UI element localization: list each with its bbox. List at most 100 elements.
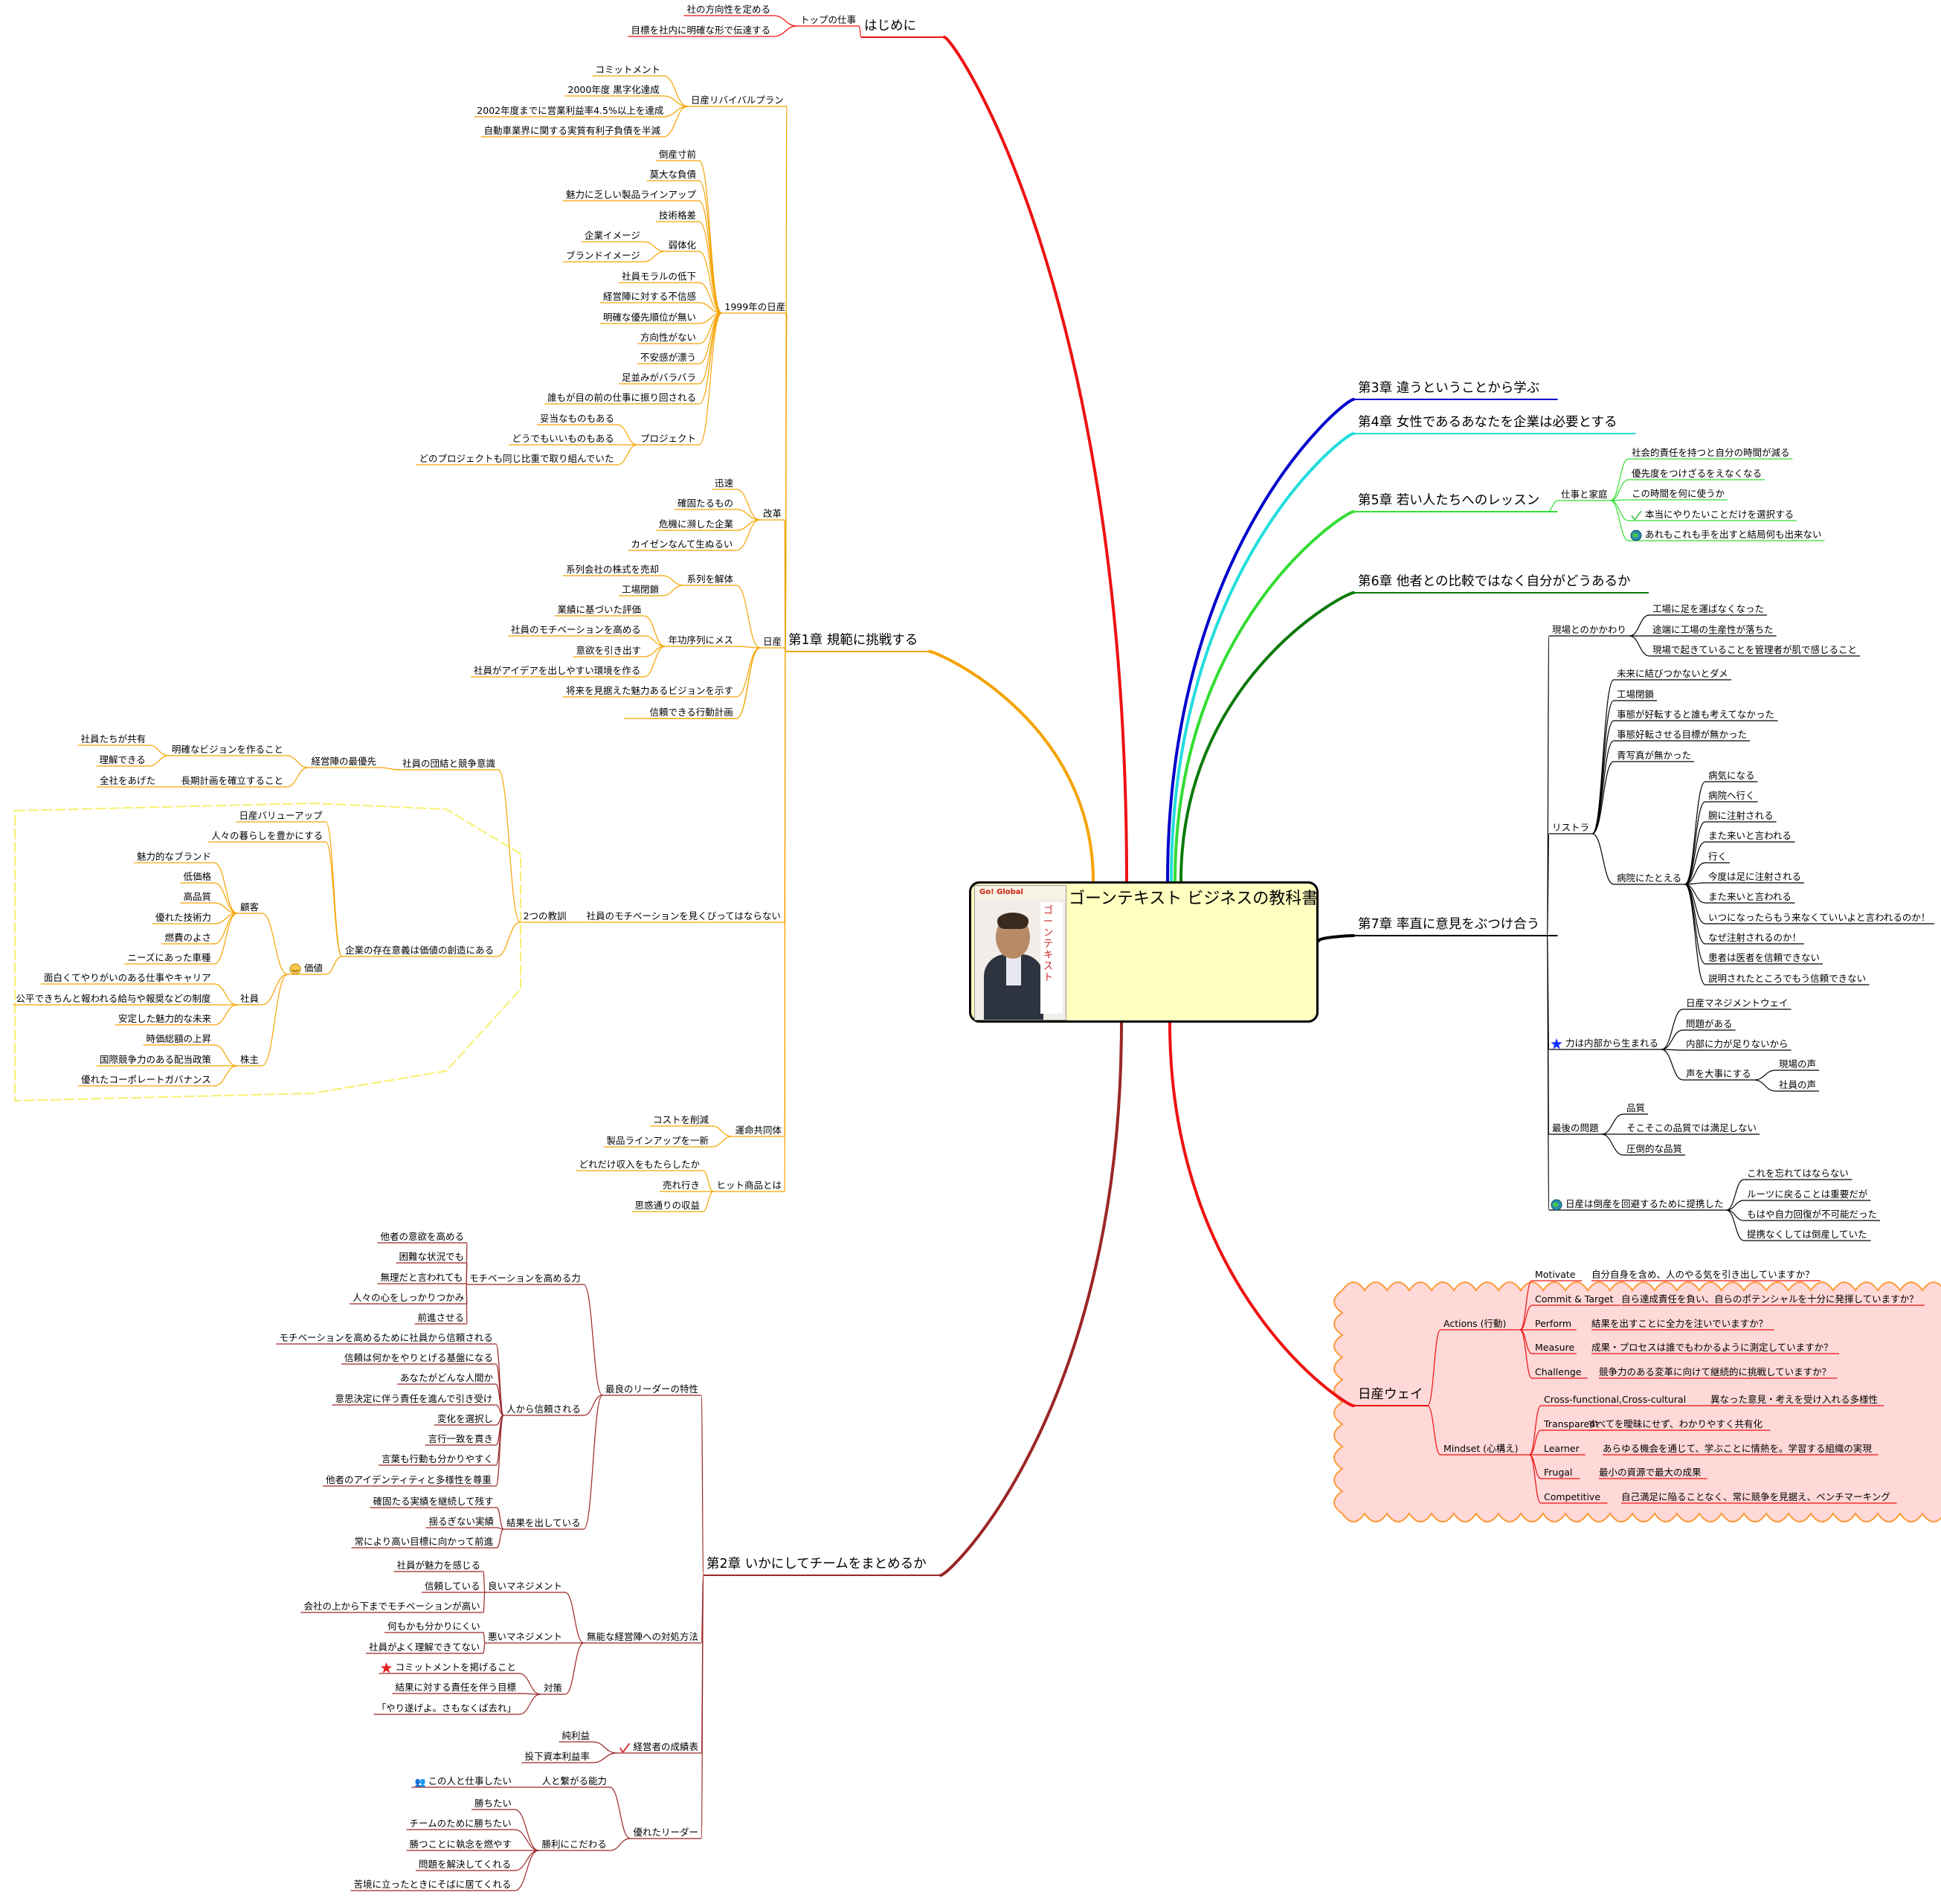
- node-label[interactable]: 成果・プロセスは誰でもわかるように測定していますか？: [1591, 1342, 1833, 1353]
- node-label[interactable]: 意欲を引き出す: [576, 645, 642, 656]
- node-label[interactable]: Commit & Target: [1535, 1293, 1614, 1305]
- node-label[interactable]: 信頼している: [425, 1580, 480, 1592]
- branch-ch2-label[interactable]: 第2章 いかにしてチームをまとめるか: [706, 1557, 927, 1572]
- node-label[interactable]: 日産バリューアップ: [239, 810, 324, 821]
- node-label[interactable]: 自動車業界に関する実質有利子負債を半減: [484, 125, 661, 136]
- node-label[interactable]: 社員: [240, 993, 260, 1004]
- node-label[interactable]: 無理だと言われても: [381, 1272, 463, 1283]
- node-label[interactable]: 会社の上から下までモチベーションが高い: [304, 1601, 480, 1612]
- node-label[interactable]: 売れ行き: [663, 1180, 700, 1191]
- node-label[interactable]: Frugal: [1544, 1467, 1572, 1478]
- node-label[interactable]: 問題がある: [1686, 1018, 1733, 1029]
- node-label[interactable]: 工場に足を運ばなくなった: [1652, 603, 1764, 614]
- branch-ch5-label[interactable]: 第5章 若い人たちへのレッスン: [1358, 493, 1539, 508]
- node-label[interactable]: 前進させる: [418, 1312, 465, 1323]
- node-label[interactable]: チームのために勝ちたい: [410, 1818, 512, 1829]
- node-label[interactable]: 社員がアイデアを出しやすい環境を作る: [474, 665, 640, 676]
- node-label[interactable]: 社員の声: [1779, 1079, 1816, 1090]
- node-label[interactable]: Mindset (心構え): [1443, 1443, 1518, 1454]
- branch-intro-label[interactable]: はじめに: [864, 19, 916, 33]
- node-label[interactable]: どれだけ収入をもたらしたか: [579, 1159, 701, 1170]
- node-label[interactable]: 自ら達成責任を負い、自らのポテンシャルを十分に発揮していますか？: [1621, 1293, 1919, 1305]
- node-label[interactable]: 思惑通りの収益: [635, 1200, 701, 1211]
- node-label[interactable]: ブランドイメージ: [566, 250, 640, 261]
- node-label[interactable]: コミットメントを掲げること: [396, 1662, 517, 1673]
- node-label[interactable]: 説明されたところでもう信頼できない: [1708, 973, 1866, 984]
- node-label[interactable]: 社会的責任を持つと自分の時間が減る: [1632, 447, 1790, 458]
- node-label[interactable]: 信頼は何かをやりとげる基盤になる: [344, 1352, 493, 1363]
- node-label[interactable]: 青写真が無かった: [1617, 750, 1691, 761]
- node-label[interactable]: 明確な優先順位が無い: [603, 312, 696, 323]
- node-label[interactable]: 価値: [304, 962, 323, 974]
- node-label[interactable]: 高品質: [184, 891, 212, 902]
- node-label[interactable]: 優れた技術力: [155, 912, 211, 923]
- node-label[interactable]: 病気になる: [1708, 770, 1755, 781]
- node-label[interactable]: 腕に注射される: [1708, 810, 1774, 821]
- node-label[interactable]: 問題を解決してくれる: [419, 1859, 511, 1870]
- node-label[interactable]: いつになったらもう来なくていいよと言われるのか！: [1708, 912, 1930, 923]
- node-label[interactable]: 確固たる実績を継続して残す: [373, 1496, 494, 1507]
- node-label[interactable]: あれもこれも手を出すと結局何も出来ない: [1645, 529, 1822, 540]
- node-label[interactable]: 現場とのかかわり: [1552, 624, 1626, 635]
- node-label[interactable]: Actions (行動): [1443, 1318, 1506, 1329]
- node-label[interactable]: 内部に力が足りないから: [1686, 1038, 1789, 1049]
- node-label[interactable]: すべてを曖昧にせず、わかりやすく共有化: [1588, 1418, 1763, 1429]
- node-label[interactable]: 社員のモチベーションを見くびってはならない: [587, 910, 781, 922]
- node-label[interactable]: 日産マネジメントウェイ: [1686, 997, 1789, 1009]
- node-label[interactable]: 自己満足に陥ることなく、常に競争を見据え、ベンチマーキング: [1621, 1491, 1890, 1502]
- node-label[interactable]: 2000年度 黒字化達成: [568, 84, 660, 95]
- node-label[interactable]: 異なった意見・考えを受け入れる多様性: [1710, 1394, 1878, 1405]
- node-label[interactable]: 最良のリーダーの特性: [605, 1383, 698, 1395]
- node-label[interactable]: 企業の存在意義は価値の創造にある: [345, 945, 494, 956]
- node-label[interactable]: 社員たちが共有: [81, 733, 147, 744]
- node-label[interactable]: 結果を出すことに全力を注いでいますか？: [1591, 1318, 1768, 1329]
- node-label[interactable]: 魅力に乏しい製品ラインアップ: [566, 189, 697, 200]
- node-label[interactable]: 勝ちたい: [474, 1798, 512, 1809]
- node-label[interactable]: 変化を選択し: [437, 1413, 493, 1424]
- node-label[interactable]: 系列会社の株式を売却: [566, 564, 659, 575]
- node-label[interactable]: 純利益: [562, 1730, 590, 1741]
- node-label[interactable]: ルーツに戻ることは重要だが: [1747, 1189, 1868, 1200]
- node-label[interactable]: 工場閉鎖: [1617, 689, 1655, 700]
- node-label[interactable]: 最後の問題: [1552, 1122, 1599, 1133]
- node-label[interactable]: 改革: [763, 508, 782, 519]
- node-label[interactable]: プロジェクト: [640, 433, 696, 444]
- node-label[interactable]: 危機に瀕した企業: [659, 518, 734, 530]
- node-label[interactable]: 目標を社内に明確な形で伝達する: [631, 25, 771, 36]
- node-label[interactable]: 途端に工場の生産性が落ちた: [1652, 624, 1774, 635]
- node-label[interactable]: Measure: [1535, 1342, 1574, 1353]
- node-label[interactable]: 経営陣の最優先: [312, 756, 377, 767]
- node-label[interactable]: 確固たるもの: [677, 498, 733, 509]
- node-label[interactable]: 未来に結びつかないとダメ: [1617, 668, 1728, 679]
- node-label[interactable]: 時価総額の上昇: [147, 1033, 212, 1044]
- node-label[interactable]: 最小の資源で最大の成果: [1599, 1467, 1702, 1478]
- node-label[interactable]: 困難な状況でも: [399, 1251, 465, 1262]
- node-label[interactable]: 魅力的なブランド: [137, 851, 211, 862]
- node-label[interactable]: 長期計画を確立すること: [181, 775, 284, 786]
- node-label[interactable]: 優れたリーダー: [634, 1827, 699, 1838]
- node-label[interactable]: 理解できる: [100, 754, 146, 765]
- node-label[interactable]: あなたがどんな人間か: [400, 1372, 494, 1383]
- node-label[interactable]: 良いマネジメント: [488, 1580, 562, 1592]
- node-label[interactable]: 人々の暮らしを豊かにする: [211, 830, 323, 841]
- node-label[interactable]: ヒット商品とは: [717, 1180, 782, 1191]
- node-label[interactable]: 将来を見据えた魅力あるビジョンを示す: [566, 685, 733, 696]
- node-label[interactable]: Motivate: [1535, 1269, 1576, 1280]
- node-label[interactable]: 行く: [1708, 851, 1727, 862]
- node-label[interactable]: 顧客: [240, 901, 260, 913]
- node-label[interactable]: この時間を何に使うか: [1632, 488, 1725, 499]
- node-label[interactable]: 対策: [544, 1682, 563, 1694]
- node-label[interactable]: なぜ注射されるのか！: [1708, 932, 1801, 943]
- node-label[interactable]: 意思決定に伴う責任を進んで引き受け: [335, 1393, 493, 1404]
- node-label[interactable]: 提携なくしては倒産していた: [1747, 1229, 1867, 1240]
- node-label[interactable]: Transparent: [1543, 1418, 1599, 1429]
- node-label[interactable]: また来いと言われる: [1708, 891, 1792, 902]
- node-label[interactable]: 患者は医者を信頼できない: [1708, 952, 1820, 963]
- node-label[interactable]: 低価格: [184, 871, 212, 882]
- node-label[interactable]: 何もかも分かりにくい: [387, 1621, 480, 1632]
- node-label[interactable]: そこそこの品質では満足しない: [1626, 1122, 1757, 1133]
- node-label[interactable]: 不安感が漂う: [640, 352, 696, 363]
- node-label[interactable]: 病院にたとえる: [1617, 872, 1681, 884]
- node-label[interactable]: 優先度をつけざるをえなくなる: [1632, 468, 1762, 479]
- node-label[interactable]: 日産は倒産を回避するために提携した: [1565, 1198, 1724, 1209]
